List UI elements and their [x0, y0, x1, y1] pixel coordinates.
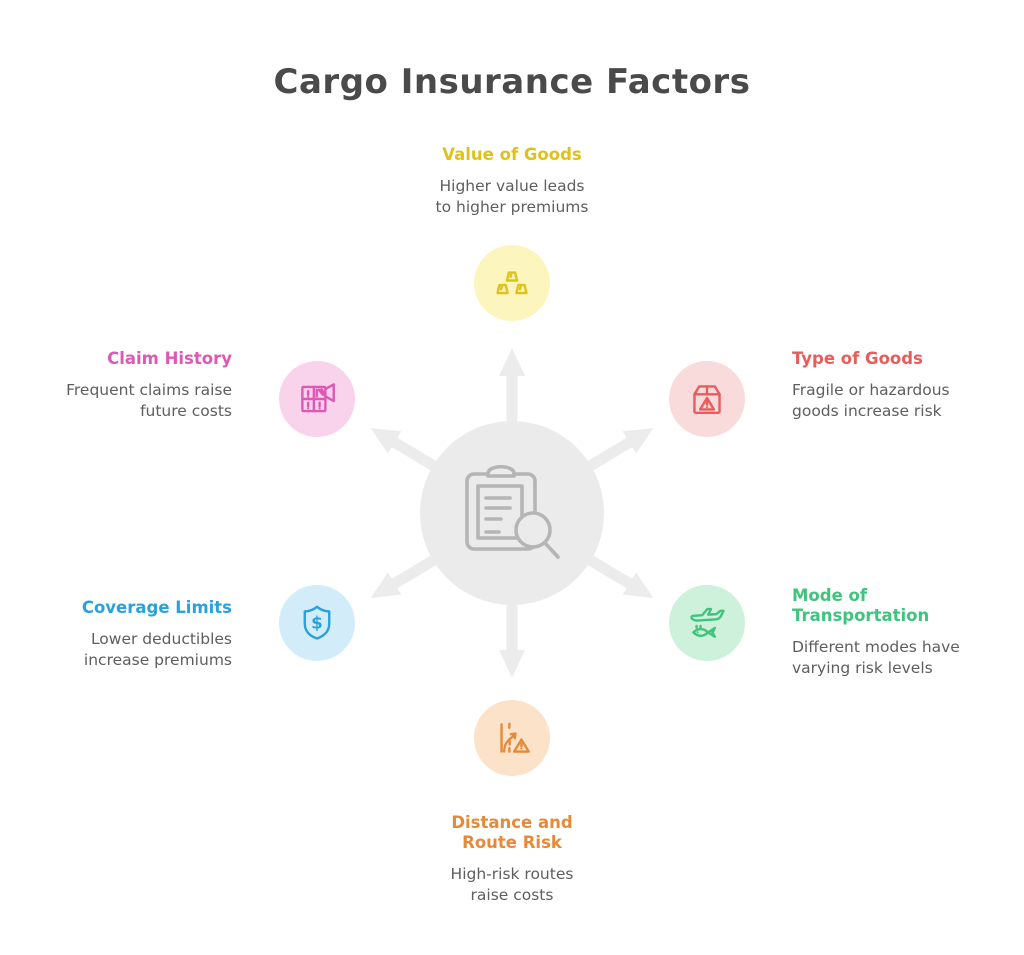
node-description: Lower deductibles increase premiums — [83, 630, 232, 669]
node-text-mode-of-transportation: Mode of Transportation Different modes h… — [792, 586, 1024, 679]
node-label: Value of Goods — [442, 145, 582, 164]
clipboard-magnifier-icon — [465, 464, 560, 559]
route-warning-icon — [500, 722, 530, 753]
spoke-arrow-upper-left — [370, 428, 442, 474]
node-description: Frequent claims raise future costs — [66, 381, 232, 420]
node-description: Higher value leads to higher premiums — [435, 177, 589, 216]
node-label: Claim History — [107, 349, 232, 368]
hazard-box-icon — [693, 385, 721, 415]
node-description: Fragile or hazardous goods increase risk — [792, 381, 950, 420]
node-circle-type-of-goods — [669, 361, 745, 437]
svg-text:$: $ — [311, 613, 323, 633]
node-label: Distance and Route Risk — [451, 813, 573, 853]
node-description: Different modes have varying risk levels — [792, 638, 960, 678]
node-circle-distance-and-route-risk — [474, 700, 550, 776]
hub-circle — [420, 421, 604, 605]
spoke-arrow-lower-left — [370, 552, 442, 598]
spoke-arrow-up — [499, 348, 525, 428]
spoke-arrows — [370, 348, 654, 678]
node-text-value-of-goods: Value of Goods Higher value leads to hig… — [362, 145, 662, 218]
node-circle-mode-of-transportation — [669, 585, 745, 661]
node-text-claim-history: Claim History Frequent claims raise futu… — [0, 349, 232, 422]
node-description: High-risk routes raise costs — [450, 865, 574, 905]
spoke-arrow-down — [499, 598, 525, 678]
claims-archive-icon — [301, 383, 335, 413]
hub-diagram — [370, 348, 654, 678]
node-label: Mode of Transportation — [792, 586, 930, 626]
page-title: Cargo Insurance Factors — [273, 62, 751, 102]
node-text-type-of-goods: Type of Goods Fragile or hazardous goods… — [792, 349, 1024, 422]
node-text-coverage-limits: Coverage Limits Lower deductibles increa… — [0, 598, 232, 671]
plane-ship-icon — [690, 607, 725, 639]
spoke-arrow-upper-right — [582, 428, 654, 474]
node-text-distance-and-route-risk: Distance and Route Risk High-risk routes… — [362, 813, 662, 906]
node-circle-claim-history — [279, 361, 355, 437]
node-circle-value-of-goods — [474, 245, 550, 321]
node-label: Coverage Limits — [81, 598, 232, 617]
spoke-arrow-lower-right — [582, 552, 654, 598]
node-label: Type of Goods — [792, 349, 923, 368]
shield-dollar-icon: $ — [303, 605, 331, 640]
node-circle-coverage-limits: $ — [279, 585, 355, 661]
gold-bars-icon — [496, 271, 528, 295]
